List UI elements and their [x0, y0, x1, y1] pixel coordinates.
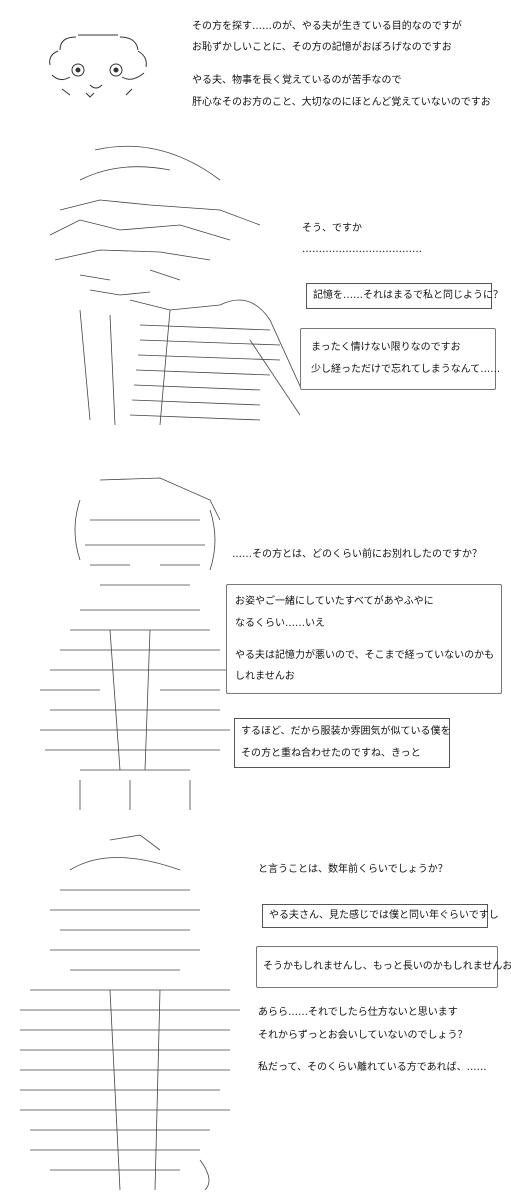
dialogue-line: ……その方とは、どのくらい前にお別れしたのですか？ — [232, 549, 482, 560]
panel-1: その方を探す……のが、やる夫が生きている目的なのですが お恥ずかしいことに、その… — [0, 0, 511, 120]
yaruo-face-art — [49, 34, 147, 98]
bubble-line: しれませんお — [235, 671, 295, 682]
bubble-line: なるくらい……いえ — [235, 618, 325, 629]
dialogue-line: ……………………………… — [302, 244, 422, 255]
speech-box: 記憶を……それはまるで私と同じように？ — [306, 283, 503, 309]
panel-4: と言うことは、数年前くらいでしょうか？ やる夫さん、見た感じでは僕と同い年ぐらい… — [0, 830, 511, 1200]
speech-box: するほど、だから服装か雰囲気が似ている僕を その方と重ね合わせたのですね、きっと — [234, 718, 451, 768]
dialogue-line: そう、ですか — [302, 223, 362, 234]
speech-bubble: お姿やご一緒にしていたすべてがあやふやに なるくらい……いえ やる夫は記憶力が悪… — [226, 584, 502, 694]
narration-line: その方を探す……のが、やる夫が生きている目的なのですが — [192, 21, 462, 32]
speech-box: やる夫さん、見た感じでは僕と同い年ぐらいですし — [262, 904, 499, 928]
bubble-line: お姿やご一緒にしていたすべてがあやふやに — [235, 596, 434, 607]
dialogue-line: それからずっとお会いしていないのでしょう？ — [258, 1030, 468, 1041]
narration-line: お恥ずかしいことに、その方の記憶がおぼろげなのですお — [192, 42, 452, 53]
box-line: その方と重ね合わせたのですね、きっと — [241, 748, 421, 759]
bubble-line: そうかもしれませんし、もっと長いのかもしれませんお — [263, 961, 511, 972]
bubble-line: まったく情けない限りなのですお — [311, 342, 461, 353]
dialogue-line: と言うことは、数年前くらいでしょうか？ — [258, 864, 448, 875]
box-line: するほど、だから服装か雰囲気が似ている僕を — [241, 726, 451, 737]
dialogue-line: あらら……それでしたら仕方ないと思います — [258, 1007, 458, 1018]
narration-line: やる夫、物事を長く覚えているのが苦手なので — [192, 75, 402, 86]
speech-box-text: やる夫さん、見た感じでは僕と同い年ぐらいですし — [269, 910, 499, 921]
panel-2: そう、ですか ……………………………… 記憶を……それはまるで私と同じように？ … — [0, 140, 511, 440]
dialogue-line: 私だって、そのくらい離れている方であれば、…… — [258, 1062, 487, 1073]
bubble-line: 少し経っただけで忘れてしまうなんて…… — [311, 364, 501, 375]
speech-bubble: まったく情けない限りなのですお 少し経っただけで忘れてしまうなんて…… — [300, 328, 500, 390]
narration-line: 肝心なそのお方のこと、大切なのにほとんど覚えていないのですお — [192, 97, 491, 108]
bubble-line: やる夫は記憶力が悪いので、そこまで経っていないのかも — [235, 650, 495, 661]
character-ascii-art-3 — [20, 834, 240, 1190]
panel-3: ……その方とは、どのくらい前にお別れしたのですか？ お姿やご一緒にしていたすべて… — [0, 470, 511, 810]
speech-bubble: そうかもしれませんし、もっと長いのかもしれませんお — [256, 946, 511, 988]
character-ascii-art-1 — [49, 145, 300, 426]
speech-box-text: 記憶を……それはまるで私と同じように？ — [313, 290, 503, 301]
character-ascii-art-2 — [40, 477, 230, 810]
